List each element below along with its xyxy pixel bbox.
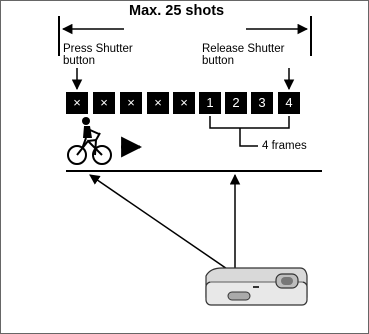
skipped-frame-3: × (120, 92, 142, 114)
skipped-frame-5: × (173, 92, 195, 114)
skipped-frame-2: × (93, 92, 115, 114)
max-shots-title: Max. 25 shots (126, 2, 228, 20)
captured-frame-1: 1 (199, 92, 221, 114)
press-shutter-label: Press Shutter button (63, 43, 133, 67)
skipped-frame-1: × (66, 92, 88, 114)
release-shutter-label: Release Shutter button (202, 43, 285, 67)
sight-line-left (89, 174, 234, 274)
camera-icon (205, 267, 308, 306)
frames-bracket (209, 116, 290, 129)
skipped-frame-4: × (147, 92, 169, 114)
frames-count-label: 4 frames (262, 140, 307, 152)
captured-frame-2: 2 (225, 92, 247, 114)
captured-frame-4: 4 (278, 92, 300, 114)
captured-frame-3: 3 (251, 92, 273, 114)
frames-leader-line (239, 128, 258, 147)
cyclist-icon (67, 117, 112, 165)
